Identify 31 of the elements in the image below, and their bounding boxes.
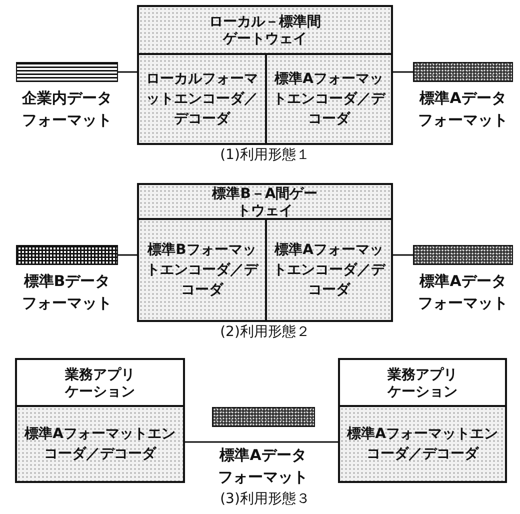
gateway-box bbox=[137, 5, 393, 145]
connector-line bbox=[183, 441, 340, 443]
connector-line bbox=[118, 254, 139, 256]
box-heading: 業務アプリケーション bbox=[64, 366, 136, 402]
figure-caption: (1)利用形態１ bbox=[220, 146, 310, 164]
encoder-cell: 標準Aフォーマットエンコーダ／デコーダ bbox=[340, 405, 505, 481]
data-format-bar bbox=[16, 62, 118, 82]
format-label: 企業内データフォーマット bbox=[21, 88, 113, 131]
format-label: 標準Aデータフォーマット bbox=[417, 271, 509, 314]
encoder-cell: 標準Aフォーマットエンコーダ／デコーダ bbox=[265, 53, 391, 143]
gateway-box bbox=[137, 183, 393, 322]
format-label: 標準Aデータフォーマット bbox=[217, 445, 309, 488]
encoder-cell: 標準Bフォーマットエンコーダ／デコーダ bbox=[139, 218, 265, 320]
connector-line bbox=[118, 71, 139, 73]
data-format-bar bbox=[413, 62, 513, 82]
box-heading: ローカル－標準間ゲートウェイ bbox=[208, 13, 322, 49]
figure-caption: (2)利用形態２ bbox=[220, 323, 310, 341]
format-label: 標準Aデータフォーマット bbox=[417, 88, 509, 131]
application-box bbox=[338, 358, 507, 483]
format-label: 標準Bデータフォーマット bbox=[21, 271, 113, 314]
encoder-cell: 標準Aフォーマットエンコーダ／デコーダ bbox=[265, 218, 391, 320]
data-format-bar bbox=[413, 245, 513, 265]
application-box bbox=[15, 358, 185, 483]
figure-caption: (3)利用形態３ bbox=[220, 490, 310, 508]
data-format-bar bbox=[16, 245, 118, 265]
box-heading: 業務アプリケーション bbox=[386, 366, 458, 402]
box-heading: 標準B－A間ゲートウェイ bbox=[210, 185, 319, 220]
data-format-bar bbox=[212, 407, 315, 427]
encoder-cell: 標準Aフォーマットエンコーダ／デコーダ bbox=[17, 405, 183, 481]
connector-line bbox=[391, 71, 413, 73]
connector-line bbox=[391, 254, 413, 256]
